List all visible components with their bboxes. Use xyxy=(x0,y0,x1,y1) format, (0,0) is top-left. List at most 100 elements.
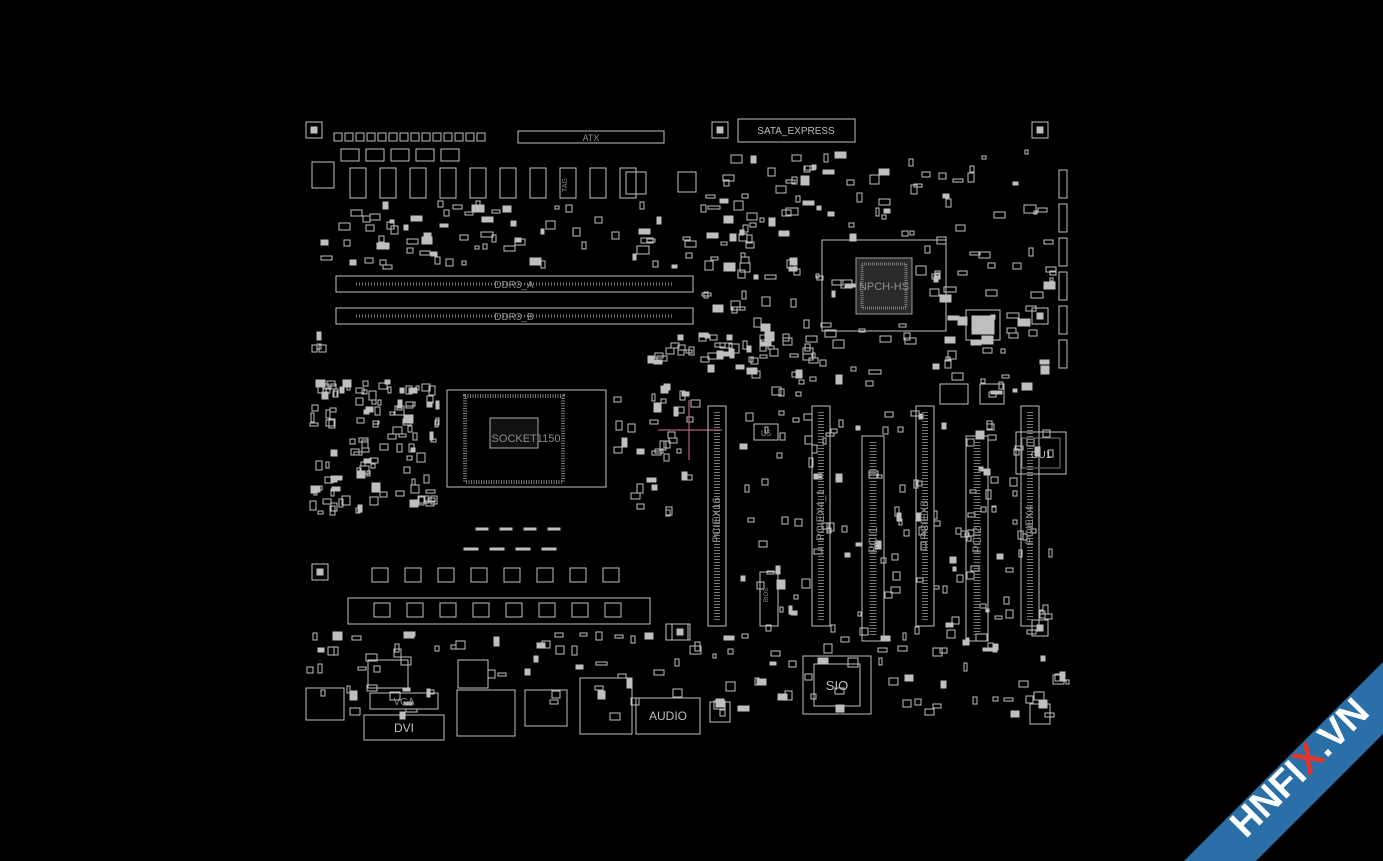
component-footprint xyxy=(1047,449,1054,458)
component-footprint xyxy=(663,453,670,462)
component-footprint xyxy=(881,214,887,220)
component-footprint xyxy=(943,286,957,293)
component-footprint xyxy=(377,132,387,142)
component-footprint xyxy=(681,471,688,481)
component-footprint xyxy=(756,678,767,686)
component-footprint xyxy=(944,336,956,344)
pciex8-slot[interactable]: PCIEX8 xyxy=(915,405,935,627)
audio-connector[interactable]: AUDIO xyxy=(635,697,701,735)
pciex16-slot[interactable]: PCIEX16 xyxy=(707,405,727,627)
component-footprint xyxy=(638,228,651,235)
component-footprint xyxy=(656,216,662,225)
component-footprint xyxy=(614,634,624,639)
component-footprint xyxy=(914,698,922,706)
component-footprint xyxy=(625,171,647,195)
component-footprint xyxy=(988,391,997,398)
component-footprint xyxy=(1039,359,1050,365)
pciex4-1-slot[interactable]: PCIEX4_1 xyxy=(811,405,831,627)
component-footprint xyxy=(325,461,330,469)
tag-label: TAG xyxy=(562,178,569,192)
component-footprint xyxy=(571,645,578,656)
component-footprint xyxy=(793,594,799,600)
component-footprint xyxy=(529,167,547,199)
cpu-socket[interactable]: SOCKET1150 xyxy=(446,389,607,488)
component-footprint xyxy=(790,610,798,616)
component-footprint xyxy=(554,632,564,638)
component-footprint xyxy=(1040,655,1046,662)
component-footprint xyxy=(646,477,657,483)
component-footprint xyxy=(346,685,351,694)
component-footprint xyxy=(884,591,893,599)
component-footprint xyxy=(316,331,322,341)
ddr3-a-slot[interactable]: DDR3_A xyxy=(335,275,694,293)
u5-chip[interactable]: U5 xyxy=(753,423,779,441)
component-footprint xyxy=(371,567,389,583)
component-footprint xyxy=(741,290,747,300)
component-footprint xyxy=(340,148,360,162)
pch-chipset[interactable]: NPCH-HS xyxy=(821,239,947,332)
component-footprint xyxy=(932,647,943,657)
component-footprint xyxy=(1044,712,1055,718)
component-footprint xyxy=(791,154,802,162)
component-footprint xyxy=(733,200,744,211)
component-footprint xyxy=(947,315,960,321)
component-footprint xyxy=(730,154,743,164)
dvi-connector[interactable]: DVI xyxy=(363,714,445,741)
component-footprint xyxy=(341,495,351,506)
component-footprint xyxy=(891,553,899,561)
component-footprint xyxy=(730,300,741,311)
component-footprint xyxy=(809,376,817,382)
gu1-chip[interactable]: GU1 xyxy=(1015,431,1067,475)
component-footprint xyxy=(474,245,480,250)
component-footprint xyxy=(489,547,505,551)
component-footprint xyxy=(726,334,733,341)
component-footprint xyxy=(795,369,803,379)
component-footprint xyxy=(323,383,330,390)
component-footprint xyxy=(966,571,975,580)
component-footprint xyxy=(800,175,810,186)
vga-connector[interactable]: VGA xyxy=(369,692,439,710)
component-footprint xyxy=(890,586,901,594)
component-footprint xyxy=(390,148,410,162)
component-footprint xyxy=(690,399,701,408)
sata-express-connector[interactable]: SATA_EXPRESS xyxy=(737,118,856,143)
sio-chip[interactable]: SIO xyxy=(802,655,872,715)
component-footprint xyxy=(1010,710,1020,718)
component-footprint xyxy=(350,209,363,217)
component-footprint xyxy=(349,438,356,445)
component-footprint xyxy=(426,689,435,695)
component-footprint xyxy=(491,209,501,214)
component-footprint xyxy=(1058,169,1068,199)
component-footprint xyxy=(1058,305,1068,335)
component-footprint xyxy=(884,411,894,418)
component-footprint xyxy=(347,597,651,625)
component-footprint xyxy=(1003,697,1014,702)
pci1-slot[interactable]: PCI1 xyxy=(861,435,885,642)
component-footprint xyxy=(972,696,978,705)
component-footprint xyxy=(942,193,950,199)
component-footprint xyxy=(791,176,798,185)
component-footprint xyxy=(356,417,365,424)
component-footprint xyxy=(476,132,486,142)
component-footprint xyxy=(832,339,845,349)
component-footprint xyxy=(979,383,1005,405)
component-footprint xyxy=(788,660,797,668)
component-footprint xyxy=(878,657,883,666)
component-footprint xyxy=(938,172,947,180)
component-footprint xyxy=(617,673,627,679)
pciex4-slot[interactable]: PCIEX4 xyxy=(1020,405,1040,627)
component-footprint xyxy=(723,262,736,272)
component-footprint xyxy=(1005,609,1014,619)
component-footprint xyxy=(808,357,819,364)
component-footprint xyxy=(533,655,539,663)
component-footprint xyxy=(332,631,343,641)
component-footprint xyxy=(835,704,845,713)
component-footprint xyxy=(707,364,715,373)
atx-connector[interactable]: ATX xyxy=(517,130,665,144)
component-footprint xyxy=(737,705,750,712)
pci2-slot[interactable]: PCI2 xyxy=(965,435,989,642)
component-footprint xyxy=(361,447,370,453)
ddr3-b-slot[interactable]: DDR3_B xyxy=(335,307,694,325)
component-footprint xyxy=(844,552,851,558)
component-footprint xyxy=(759,571,779,627)
